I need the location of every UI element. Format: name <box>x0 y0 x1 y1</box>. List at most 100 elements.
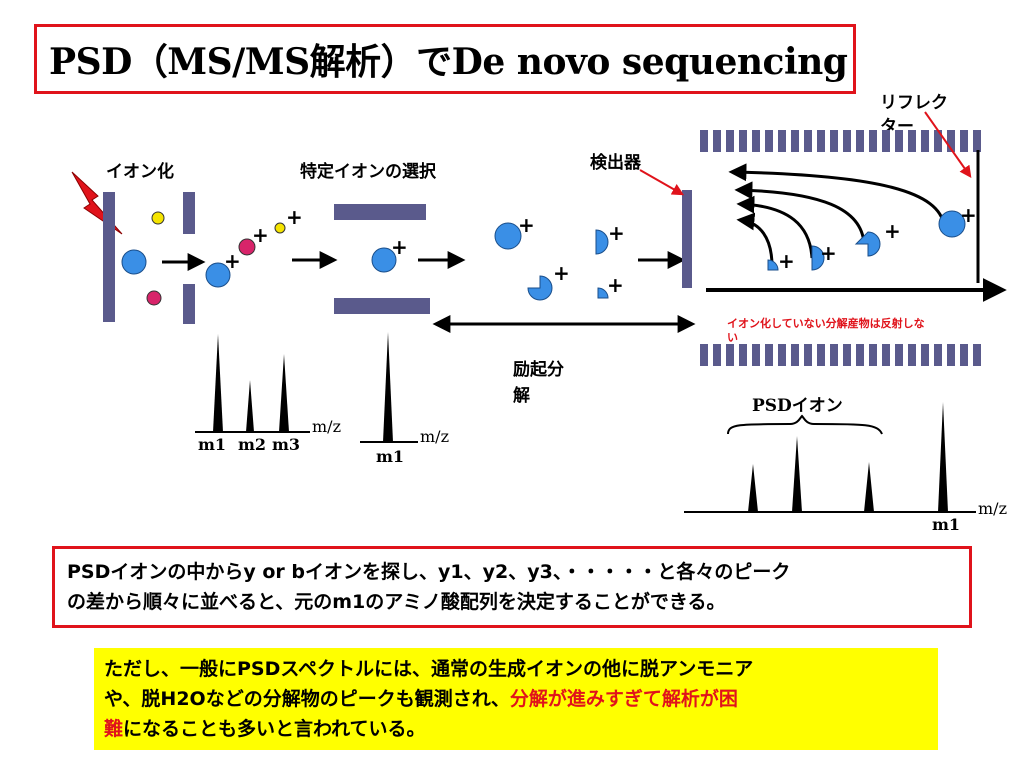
reflector-ring-electrode <box>726 344 734 366</box>
reflector-ring-electrode <box>843 344 851 366</box>
peak-label-m1: m1 <box>376 447 404 466</box>
page-title: PSD（MS/MS解析）でDe novo sequencing <box>49 41 848 83</box>
title-box: PSD（MS/MS解析）でDe novo sequencing <box>34 24 856 94</box>
axis-label-mz: m/z <box>312 417 341 436</box>
reflector-ring-electrode <box>921 344 929 366</box>
excitation-label-2: 解 <box>513 385 530 406</box>
ion-sphere <box>121 249 147 275</box>
reflector-ring-electrode <box>882 344 890 366</box>
trajectory <box>736 195 814 259</box>
caveat-line-2-text: や、脱H2Oなどの分解物のピークも観測され、 <box>104 688 510 710</box>
reflector-ring-electrode <box>934 130 942 152</box>
explanation-line-1: PSDイオンの中からy or bイオンを探し、y1、y2、y3、・・・・・と各々… <box>67 561 791 583</box>
charge-plus: + <box>391 235 408 259</box>
laser-lightning-icon <box>71 171 123 235</box>
spectrum-peak-m3 <box>279 354 289 432</box>
reflector-ring-electrode <box>973 344 981 366</box>
reflector-ring-electrode <box>752 130 760 152</box>
peak-label-m2: m2 <box>238 435 266 454</box>
peak-label-m1: m1 <box>198 435 226 454</box>
psd-fragment-peak <box>748 464 758 512</box>
psd-fragment-peak <box>864 462 874 512</box>
reflector-ring-electrode <box>817 130 825 152</box>
charge-plus: + <box>607 273 624 297</box>
charge-plus: + <box>960 203 977 227</box>
reflector-ring-electrode <box>726 130 734 152</box>
spectrum-peak-m1 <box>383 332 393 442</box>
reflector-ring-electrode <box>778 130 786 152</box>
reflector-ring-electrode <box>973 130 981 152</box>
axis-label-mz: m/z <box>978 499 1007 518</box>
ion-sphere <box>205 262 231 288</box>
fragment-ion <box>595 229 609 255</box>
reflector-ring-electrode <box>791 344 799 366</box>
spectrum-peak-m1 <box>213 334 223 432</box>
ion-gate-bottom <box>334 298 430 314</box>
reflector-ring-electrode <box>713 130 721 152</box>
caveat-line-2: や、脱H2Oなどの分解物のピークも観測され、分解が進みすぎて解析が困 <box>104 684 928 714</box>
source-plate-left <box>103 192 115 322</box>
charge-plus: + <box>286 205 303 229</box>
reflector-ring-electrode <box>947 130 955 152</box>
reflector-ring-electrode <box>817 344 825 366</box>
explanation-line-2: の差から順々に並べると、元のm1のアミノ酸配列を決定することができる。 <box>67 591 726 613</box>
detector-label: 検出器 <box>590 152 642 173</box>
reflector-ring-electrode <box>804 130 812 152</box>
reflector-ring-electrode <box>934 344 942 366</box>
excitation-label-1: 励起分 <box>513 359 564 380</box>
detector-pointer <box>639 169 685 196</box>
reflector-ring-electrode <box>960 130 968 152</box>
extraction-plate-top <box>183 192 195 234</box>
detector-plate <box>682 190 692 288</box>
caveat-line-3: 難になることも多いと言われている。 <box>104 714 928 744</box>
non-ionized-note-2: い <box>727 331 738 344</box>
charge-plus: + <box>820 241 837 265</box>
reflector-ring-electrode <box>869 344 877 366</box>
charge-plus: + <box>608 221 625 245</box>
caveat-box: ただし、一般にPSDスペクトルには、通常の生成イオンの他に脱アンモニア や、脱H… <box>94 648 938 750</box>
yellow-particle <box>274 222 286 234</box>
reflector-ring-electrode <box>778 344 786 366</box>
reflector-ring-electrode <box>947 344 955 366</box>
reflector-ring-electrode <box>830 130 838 152</box>
reflector-ring-electrode <box>713 344 721 366</box>
charge-plus: + <box>224 249 241 273</box>
precursor-ion <box>938 210 966 238</box>
reflector-ring-electrode <box>752 344 760 366</box>
reflector-rings-bottom <box>700 344 981 366</box>
reflector-ring-electrode <box>739 344 747 366</box>
psd-ions-brace <box>727 414 883 435</box>
reflector-ring-electrode <box>791 130 799 152</box>
reflector-ring-electrode <box>869 130 877 152</box>
fragment-ion <box>811 245 825 271</box>
selected-ion <box>371 247 397 273</box>
reflector-ring-electrode <box>921 130 929 152</box>
reflector-ring-electrode <box>908 130 916 152</box>
reflector-ring-electrode <box>856 130 864 152</box>
fragment-ion <box>597 287 609 299</box>
fragment-ion <box>767 259 779 271</box>
magenta-particle <box>238 238 256 256</box>
charge-plus: + <box>884 219 901 243</box>
reflector-ring-electrode <box>700 344 708 366</box>
psd-fragment-peak <box>792 436 802 512</box>
ion-gate-top <box>334 204 426 220</box>
caveat-line-1: ただし、一般にPSDスペクトルには、通常の生成イオンの他に脱アンモニア <box>104 658 754 680</box>
psd-ions-label: PSDイオン <box>752 396 843 416</box>
reflector-ring-electrode <box>700 130 708 152</box>
reflector-ring-electrode <box>908 344 916 366</box>
ionization-label: イオン化 <box>106 161 174 182</box>
caveat-line-3-text: になることも多いと言われている。 <box>123 718 426 740</box>
reflector-rings-top <box>700 130 981 152</box>
non-ionized-note-1: イオン化していない分解産物は反射しな <box>727 316 925 330</box>
reflector-ring-electrode <box>843 130 851 152</box>
selection-label: 特定イオンの選択 <box>300 161 437 182</box>
reflector-label-1: リフレク <box>880 93 948 113</box>
caveat-line-2-highlight: 分解が進みすぎて解析が困 <box>509 688 738 710</box>
spectrum-peak-m2 <box>246 380 254 432</box>
source-notch <box>115 255 121 283</box>
reflector-ring-electrode <box>895 344 903 366</box>
charge-plus: + <box>553 261 570 285</box>
charge-plus: + <box>778 249 795 273</box>
reflector-ring-electrode <box>830 344 838 366</box>
